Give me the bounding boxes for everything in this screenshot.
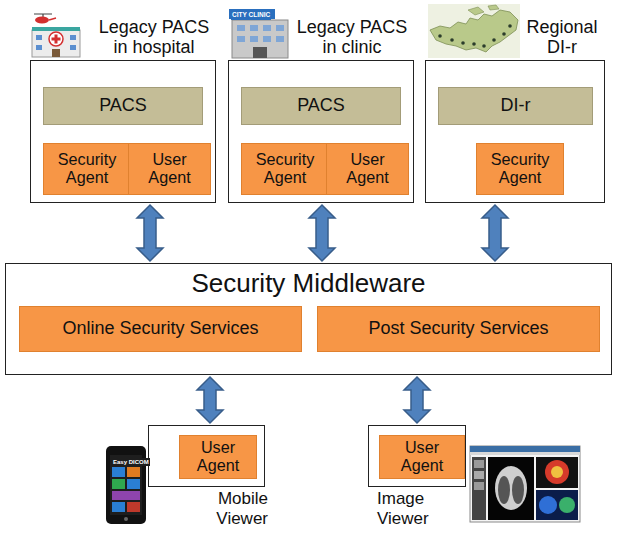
- box-label: PACS: [97, 96, 149, 116]
- box-label: Security Agent: [477, 151, 563, 187]
- system-box: Regional DI-rDI-rSecurity Agent: [425, 60, 605, 203]
- middleware-box: Security MiddlewareOnline Security Servi…: [5, 263, 612, 375]
- viewer-box: Image ViewerUser Agent: [368, 425, 466, 487]
- box-heading: Legacy PACS in hospital: [95, 18, 213, 58]
- box-label: Post Security Services: [366, 319, 550, 339]
- system-box: Legacy PACS in clinicPACSSecurity AgentU…: [228, 60, 414, 203]
- icon-text: CITY CLINIC: [231, 11, 271, 20]
- agent-box: Online Security Services: [19, 306, 302, 352]
- box-label: DI-r: [499, 96, 533, 116]
- box-label: User Agent: [129, 151, 210, 187]
- double-arrow: [482, 205, 508, 261]
- box-heading: Regional DI-r: [522, 18, 602, 58]
- agent-box: User Agent: [326, 143, 409, 195]
- icon-text: Easy DICOM: [112, 458, 150, 466]
- double-arrow: [404, 377, 430, 423]
- box-label: User Agent: [327, 151, 408, 187]
- system-box: Legacy PACS in hospitalPACSSecurity Agen…: [30, 60, 216, 203]
- box-label: Security Agent: [242, 151, 328, 187]
- map-icon: [428, 4, 520, 58]
- box-heading: Legacy PACS in clinic: [293, 18, 411, 58]
- pacs-box: PACS: [43, 87, 203, 125]
- box-label: Online Security Services: [60, 319, 260, 339]
- box-label: User Agent: [180, 439, 256, 475]
- box-heading: Image Viewer: [377, 489, 452, 528]
- agent-box: Post Security Services: [317, 306, 600, 352]
- agent-box: Security Agent: [476, 143, 564, 195]
- viewer-box: Mobile ViewerUser Agent: [148, 425, 265, 487]
- agent-box: Security Agent: [43, 143, 131, 195]
- clinic-icon: [229, 9, 288, 58]
- agent-box: Security Agent: [241, 143, 329, 195]
- agent-box: User Agent: [379, 435, 465, 479]
- viewer-screenshot: [470, 446, 580, 522]
- box-label: User Agent: [380, 439, 464, 475]
- agent-box: User Agent: [128, 143, 211, 195]
- box-heading: Mobile Viewer: [193, 489, 268, 528]
- box-label: Security Agent: [44, 151, 130, 187]
- double-arrow: [137, 205, 163, 261]
- double-arrow: [197, 377, 223, 423]
- pacs-box: PACS: [241, 87, 401, 125]
- box-heading: Security Middleware: [6, 269, 611, 298]
- hospital-icon: [32, 14, 80, 57]
- box-label: PACS: [295, 96, 347, 116]
- double-arrow: [309, 205, 335, 261]
- pacs-box: DI-r: [438, 87, 593, 125]
- agent-box: User Agent: [179, 435, 257, 479]
